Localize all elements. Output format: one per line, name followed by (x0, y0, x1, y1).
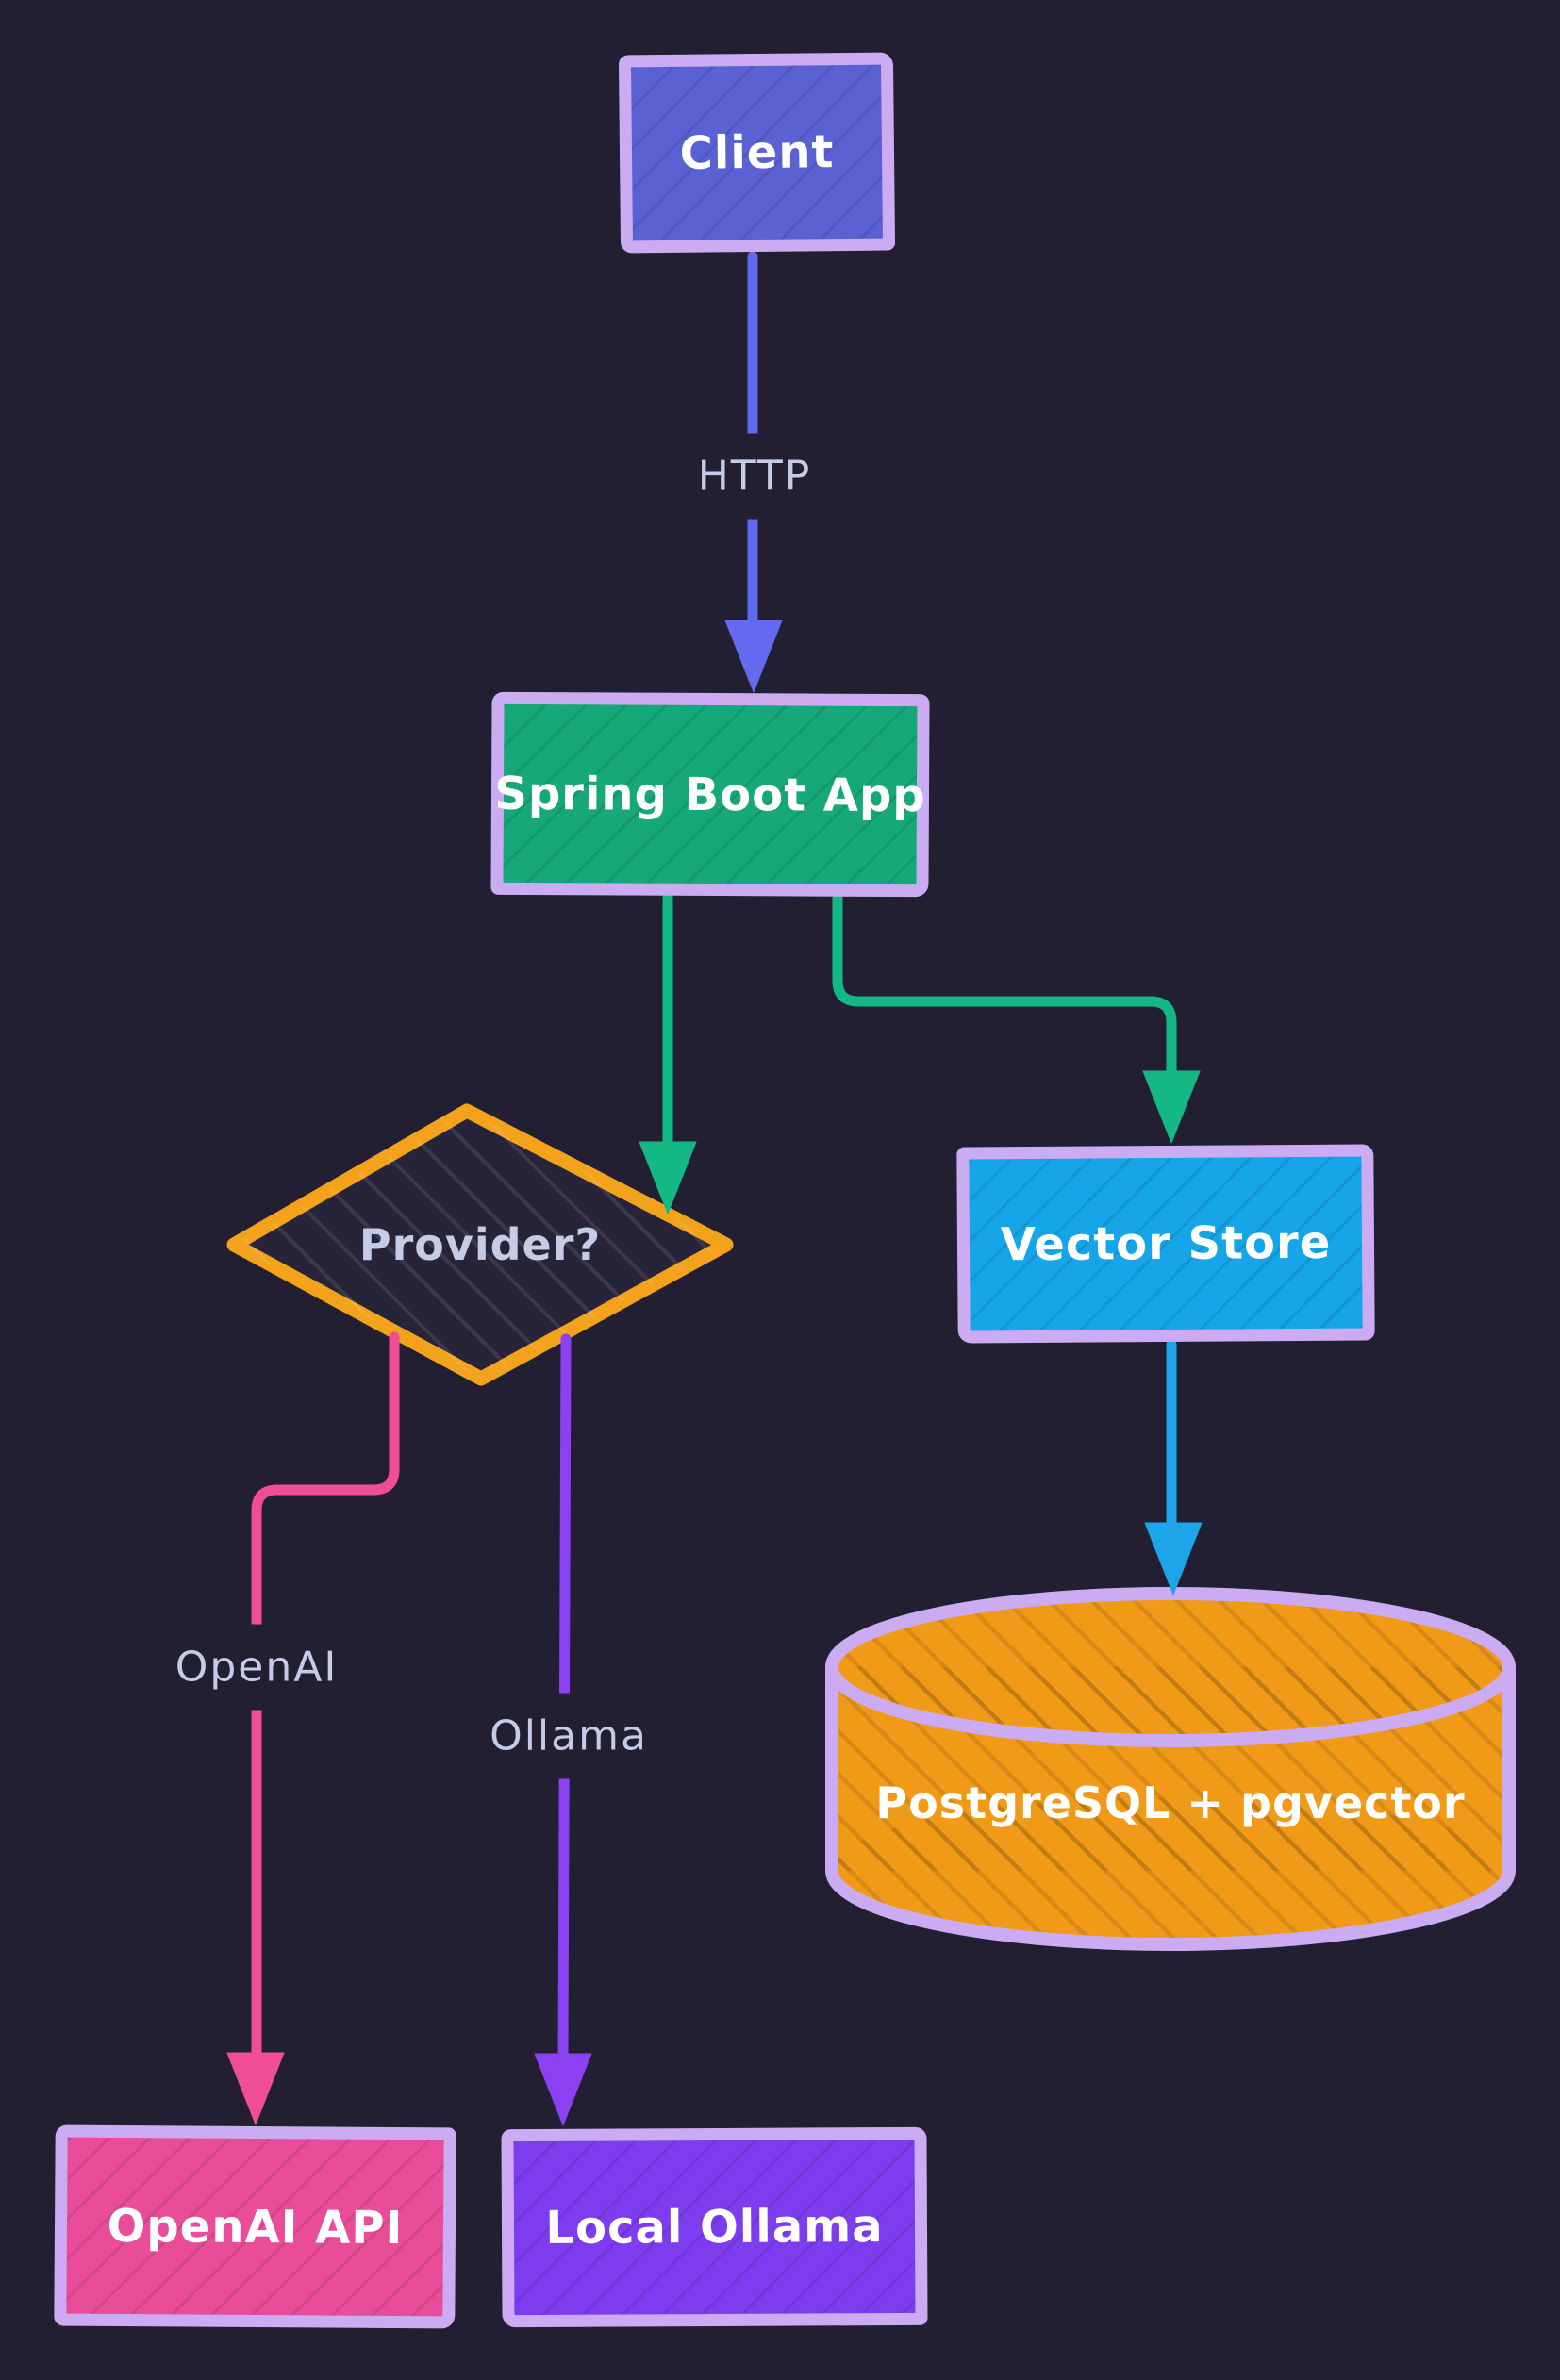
edge-client-to-spring-arrowhead (724, 620, 783, 693)
postgres-cylinder-hatch (832, 1594, 1509, 1944)
node-local-ollama-label: Local Ollama (545, 2200, 884, 2255)
node-provider-label: Provider? (358, 1219, 602, 1270)
node-vector-store-label: Vector Store (1000, 1215, 1332, 1272)
edge-spring-to-vector-line (832, 892, 1177, 1083)
edge-provider-to-openai-line (251, 1331, 400, 2063)
edge-vector-to-postgres-arrowhead (1144, 1522, 1203, 1595)
edge-spring-to-vector (832, 892, 1201, 1144)
node-postgres-cylinder (825, 1587, 1516, 1951)
node-spring-boot-label: Spring Boot App (494, 767, 926, 822)
edge-label-http: HTTP (682, 433, 827, 520)
node-provider-diamond (226, 1103, 734, 1386)
edge-provider-to-openai-arrowhead (226, 2052, 285, 2125)
node-openai-api: OpenAI API (54, 2124, 456, 2329)
node-openai-api-label: OpenAI API (107, 2199, 404, 2255)
provider-diamond-hatch (234, 1111, 726, 1379)
node-spring-boot: Spring Boot App (490, 691, 930, 898)
edge-provider-to-ollama-arrowhead (534, 2053, 592, 2126)
edge-spring-to-provider-arrowhead (639, 1141, 697, 1215)
edge-label-openai: OpenAI (159, 1624, 354, 1711)
node-client: Client (618, 52, 896, 254)
edge-vector-to-postgres (1144, 1339, 1203, 1595)
edge-spring-to-vector-arrowhead (1142, 1070, 1201, 1144)
edge-label-ollama: Ollama (474, 1693, 663, 1779)
node-local-ollama: Local Ollama (501, 2126, 928, 2328)
edge-spring-to-provider (639, 892, 697, 1215)
postgres-cylinder-outline (825, 1661, 1516, 1951)
edge-provider-to-openai (226, 1331, 400, 2125)
node-postgres-label: PostgreSQL + pgvector (875, 1777, 1466, 1828)
node-vector-store: Vector Store (956, 1144, 1375, 1344)
postgres-cylinder-top-outline (825, 1587, 1516, 1747)
node-client-label: Client (679, 125, 835, 180)
